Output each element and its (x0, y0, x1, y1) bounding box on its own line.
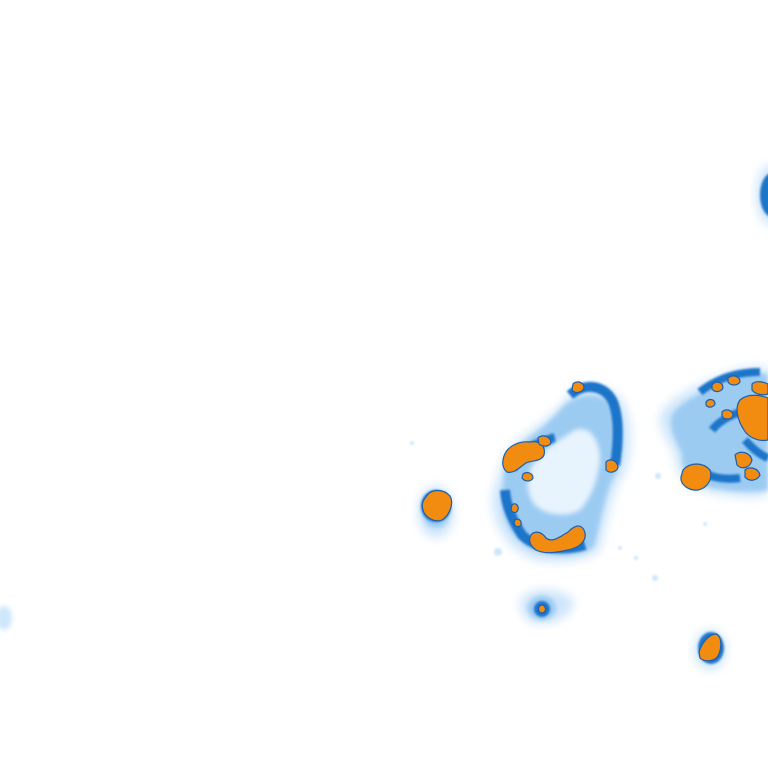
echo-cell-small-south (520, 589, 574, 624)
echo-cell-ring-complex (491, 381, 631, 562)
echo-speckles (410, 441, 707, 581)
echo-cell-southeast (694, 630, 726, 670)
echo-cell-upper-right (756, 165, 768, 225)
echo-cell-right-cluster (659, 367, 768, 498)
echo-cell-left-edge (0, 606, 12, 630)
echo-cell-isolated (418, 486, 454, 538)
